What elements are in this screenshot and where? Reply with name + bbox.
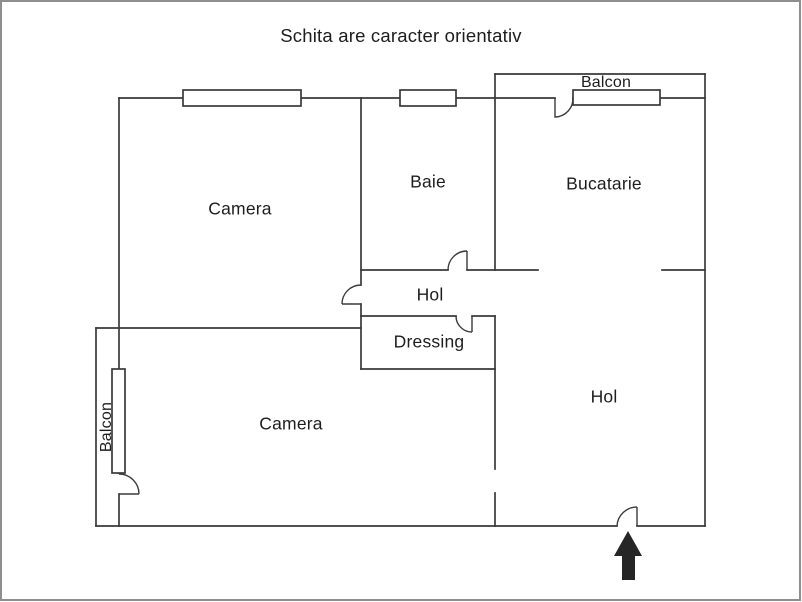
entrance-arrow-icon	[614, 531, 642, 580]
room-label-balcon-left: Balcon	[98, 401, 115, 453]
room-label-dressing: Dressing	[393, 331, 465, 352]
room-label-balcon-top: Balcon	[580, 74, 632, 91]
room-label-hol-right: Hol	[590, 386, 618, 407]
window-bucatarie	[572, 89, 661, 106]
room-label-baie: Baie	[410, 171, 446, 192]
doors	[118, 97, 638, 527]
door-arc-baie	[447, 250, 468, 271]
window-baie	[399, 89, 457, 107]
window-camera-top	[182, 89, 302, 107]
wall-lines	[95, 73, 706, 527]
door-arc-camera-balcon	[118, 473, 140, 495]
door-arc-bucatarie-balcon	[554, 97, 574, 118]
window-balcony-left	[111, 368, 126, 474]
door-arc-camera-top	[341, 284, 362, 305]
door-arc-entrance	[616, 506, 638, 527]
room-label-camera-top: Camera	[208, 198, 272, 219]
windows	[111, 89, 661, 474]
door-arc-dressing	[455, 315, 473, 333]
room-label-bucatarie: Bucatarie	[566, 173, 642, 194]
room-label-hol-mid: Hol	[416, 284, 444, 305]
plan-title: Schita are caracter orientativ	[280, 24, 522, 46]
room-label-camera-bottom: Camera	[259, 413, 323, 434]
